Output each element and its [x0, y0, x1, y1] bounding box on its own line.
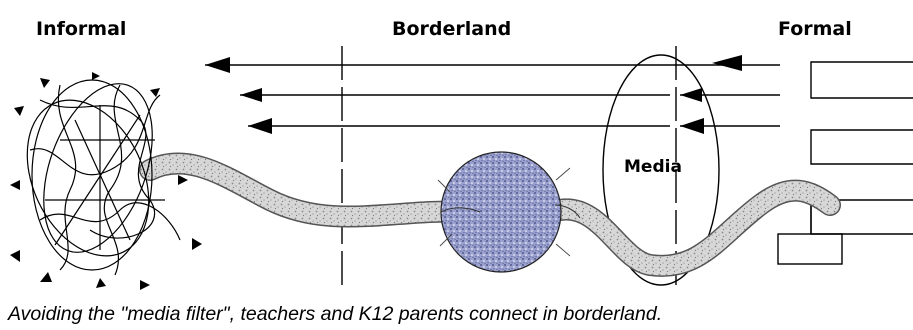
formal-boxes: [777, 61, 913, 265]
header-formal: Formal: [778, 18, 852, 40]
arrowhead-formal-to-media-1: [680, 88, 702, 102]
arrowhead-top: [205, 57, 230, 73]
informal-arrow-tips: [10, 72, 202, 290]
sphere-notch-left: [440, 207, 481, 213]
arrowhead-bottom: [248, 118, 272, 134]
borderland-meeting-sphere: [440, 151, 562, 273]
informal-tangle: [26, 79, 181, 276]
arrowhead-formal-to-media-2: [680, 118, 704, 134]
sphere-notch-right: [554, 204, 581, 219]
header-borderland: Borderland: [392, 18, 511, 40]
media-ellipse: [602, 54, 720, 286]
media-label: Media: [624, 157, 682, 177]
sphere-spikes: [437, 167, 571, 257]
arrowhead-formal-top: [712, 55, 742, 71]
header-informal: Informal: [36, 18, 126, 40]
arrowhead-middle: [240, 88, 262, 102]
caption: Avoiding the "media filter", teachers an…: [7, 303, 662, 325]
